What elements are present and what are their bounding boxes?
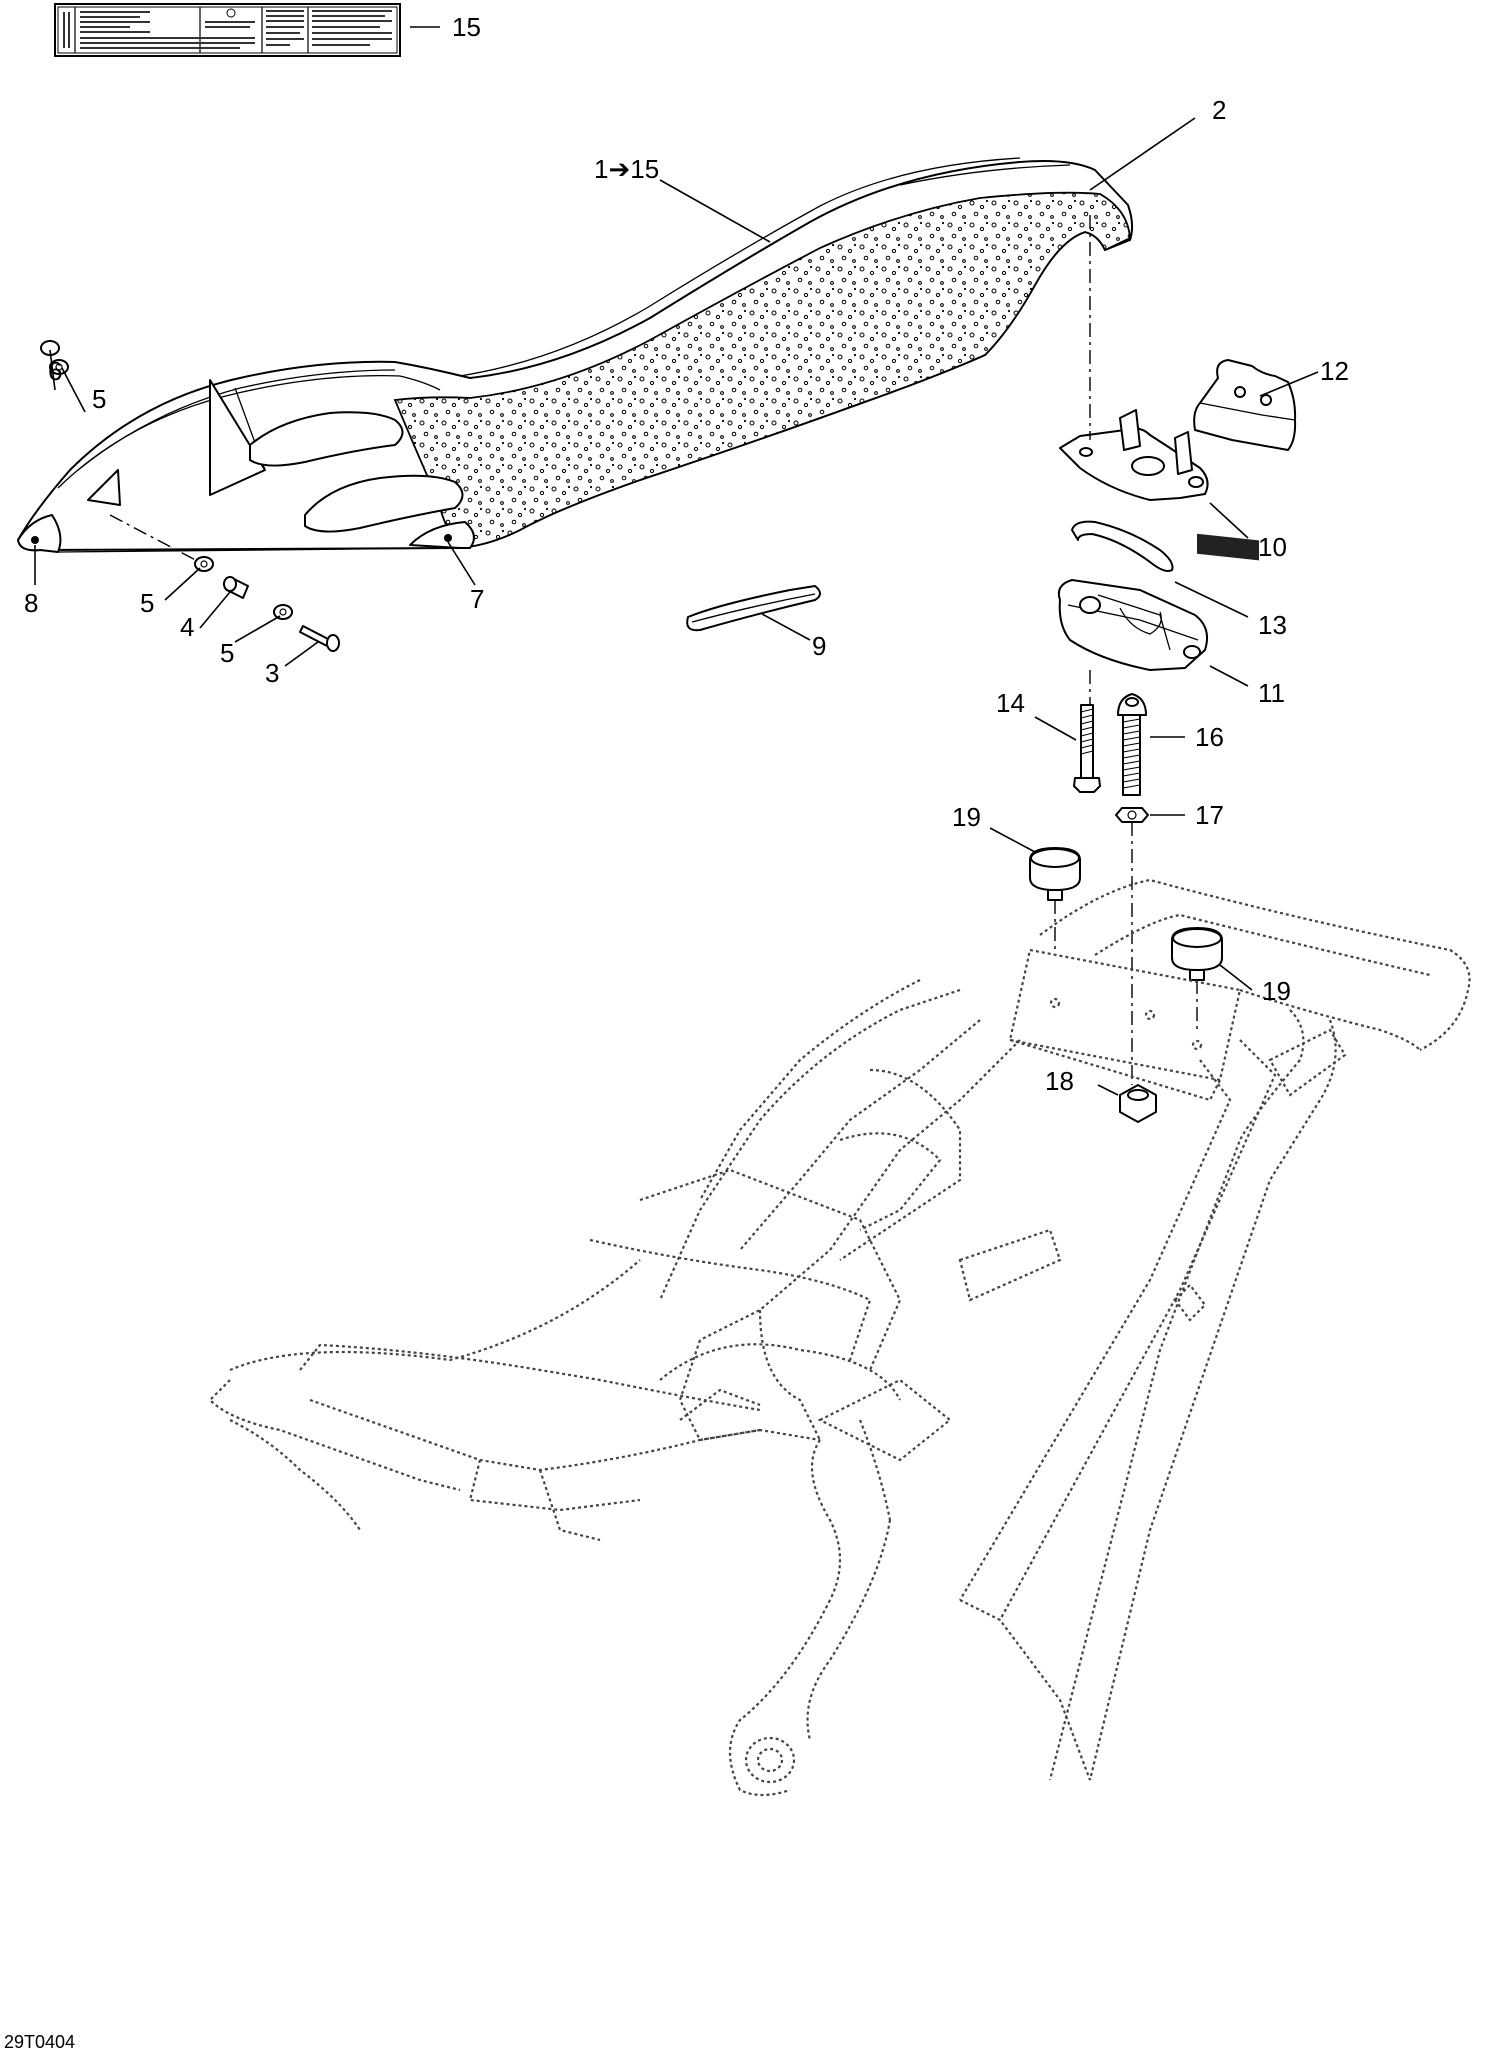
warning-decal [54, 3, 401, 57]
callout-13: 13 [1258, 610, 1287, 640]
seat-assembly [17, 157, 1134, 553]
callout-1-15: 1➔15 [594, 154, 659, 184]
callout-19-left: 19 [952, 802, 981, 832]
clip-13 [1071, 520, 1174, 572]
callout-10: 10 [1258, 532, 1287, 562]
chassis-frame [208, 878, 1471, 1797]
mount-base-11 [1057, 579, 1208, 671]
callout-18: 18 [1045, 1066, 1074, 1096]
drawing-id: 29T0404 [4, 2032, 75, 2052]
hardware-14-16-17 [1073, 693, 1149, 823]
callout-5-top: 5 [92, 384, 106, 414]
strap-9 [686, 585, 821, 632]
callout-12: 12 [1320, 356, 1349, 386]
callout-5-bottom: 5 [220, 638, 234, 668]
callout-6: 6 [48, 356, 62, 386]
end-cap-8 [17, 514, 62, 553]
callout-15-decal: 15 [452, 12, 481, 42]
callout-4: 4 [180, 612, 194, 642]
callout-14: 14 [996, 688, 1025, 718]
callout-7: 7 [470, 584, 484, 614]
callout-19-right: 19 [1262, 976, 1291, 1006]
seat-fin-left [209, 379, 266, 496]
latch-12 [1193, 359, 1297, 561]
callout-8: 8 [24, 588, 38, 618]
callout-9: 9 [812, 631, 826, 661]
callout-3: 3 [265, 658, 279, 688]
callout-11: 11 [1258, 678, 1285, 708]
bracket-10 [1059, 409, 1209, 501]
end-cap-7 [409, 521, 475, 549]
callout-16: 16 [1195, 722, 1224, 752]
screw-3 [299, 625, 331, 647]
callout-5-mid: 5 [140, 588, 154, 618]
bumpers-19-nut-18 [1029, 847, 1223, 1123]
callout-2: 2 [1212, 95, 1226, 125]
callout-17: 17 [1195, 800, 1224, 830]
leader-lines [34, 26, 1319, 1096]
